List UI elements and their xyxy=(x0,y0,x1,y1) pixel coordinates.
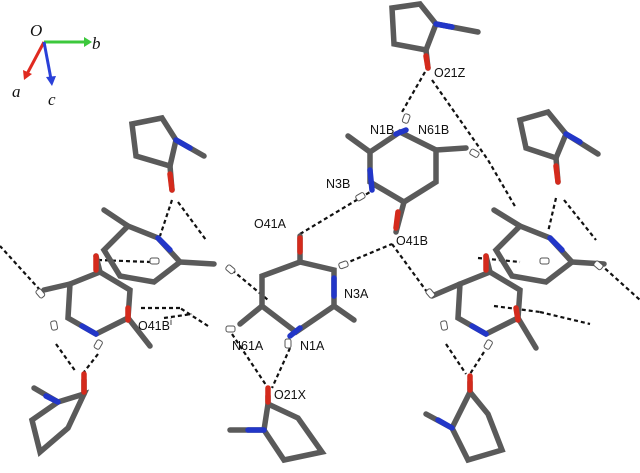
label-n61a: N61A xyxy=(232,339,264,353)
axis-triad: O b a c xyxy=(12,21,101,109)
pyrimidine-right-upper xyxy=(491,207,607,285)
label-n1a: N1A xyxy=(300,339,325,353)
pyrrolidinone-left-lower xyxy=(28,377,90,457)
pyrimidine-left-upper xyxy=(100,207,217,285)
label-o41a: O41A xyxy=(254,217,287,231)
label-n61b: N61B xyxy=(418,123,449,137)
label-o41b-i: O41Bi xyxy=(138,317,172,333)
hydrogen-atoms xyxy=(35,113,604,350)
label-o21x: O21X xyxy=(274,388,307,402)
axis-origin-label: O xyxy=(30,21,42,40)
atom-labels: O21Z N1B N61B N3B O41A O41B N3A O41Bi N6… xyxy=(138,66,466,402)
pyrrolidinone-top xyxy=(389,1,481,71)
axis-b-label: b xyxy=(92,34,101,53)
label-n1b: N1B xyxy=(370,123,394,137)
label-o21z: O21Z xyxy=(434,66,466,80)
axis-c-label: c xyxy=(48,90,56,109)
pyrrolidinone-center-lower xyxy=(227,393,327,464)
pyrimidine-b xyxy=(345,128,469,235)
label-n3a: N3A xyxy=(344,287,369,301)
label-o41b: O41B xyxy=(396,234,428,248)
label-n3b: N3B xyxy=(326,177,350,191)
axis-a-label: a xyxy=(12,82,21,101)
pyrimidine-a xyxy=(237,233,357,336)
atom-highlights xyxy=(43,21,583,433)
